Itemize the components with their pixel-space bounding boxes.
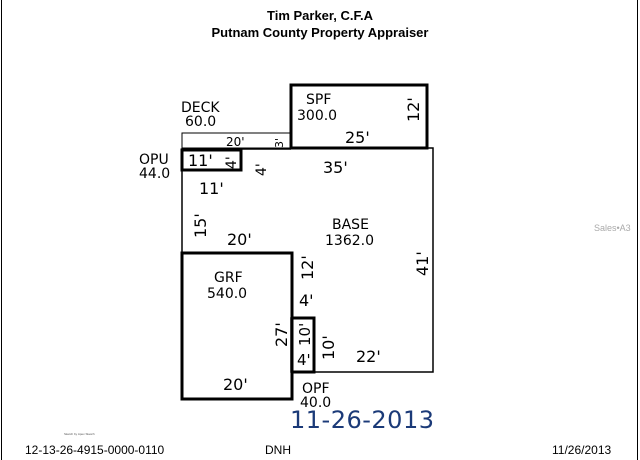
watermark: Sales•A3 <box>594 223 631 233</box>
date-stamp: 11-26-2013 <box>290 406 435 434</box>
dim-opu-right: 4' <box>224 156 240 169</box>
opu-value: 44.0 <box>139 166 170 182</box>
opu-code: OPU <box>139 152 169 168</box>
dim-base-left-inner: 4' <box>254 163 270 176</box>
opf-value: 40.0 <box>300 395 331 411</box>
grf-value: 540.0 <box>207 286 247 302</box>
dim-base-top: 35' <box>323 158 348 177</box>
initials: DNH <box>265 443 291 457</box>
dim-base-left-top: 11' <box>199 179 224 198</box>
opu-area <box>180 148 243 172</box>
sketch-credit: Sketch by Apex Sketch <box>64 432 95 436</box>
dim-deck-right: 3' <box>273 138 286 148</box>
dim-opf-4: 4' <box>297 351 311 369</box>
spf-code: SPF <box>306 92 331 108</box>
dim-deck-top: 20' <box>226 135 245 149</box>
dim-opu-top: 11' <box>188 151 213 170</box>
spf-value: 300.0 <box>297 108 337 124</box>
dim-grf-right: 27' <box>272 322 291 347</box>
grf-code: GRF <box>214 270 243 286</box>
dim-opf-10: 10' <box>296 323 314 346</box>
dim-base-mid: 20' <box>227 230 252 249</box>
base-value: 1362.0 <box>325 233 374 249</box>
office-name: Putnam County Property Appraiser <box>211 25 429 40</box>
dim-spf-right: 12' <box>404 97 423 122</box>
deck-value: 60.0 <box>185 114 216 130</box>
dim-base-step-4: 4' <box>299 291 314 310</box>
opf-code: OPF <box>302 381 330 397</box>
left-border-line <box>1 0 2 460</box>
deck-code: DECK <box>181 100 220 116</box>
opf-area <box>290 316 316 374</box>
parcel-id: 12-13-26-4915-0000-0110 <box>25 443 165 457</box>
deck-area <box>181 132 292 149</box>
right-border-line <box>637 0 638 460</box>
dim-grf-bottom: 20' <box>223 375 248 394</box>
dim-base-bottom: 22' <box>356 347 381 366</box>
base-code: BASE <box>332 217 369 233</box>
dim-spf-bottom: 25' <box>345 128 370 147</box>
footer-date: 11/26/2013 <box>552 443 612 457</box>
dim-base-10: 10' <box>319 335 338 360</box>
appraiser-name: Tim Parker, C.F.A <box>267 8 373 23</box>
dim-base-right: 41' <box>413 251 432 276</box>
dim-base-step-12: 12' <box>298 255 317 280</box>
dim-base-left: 15' <box>191 213 210 238</box>
